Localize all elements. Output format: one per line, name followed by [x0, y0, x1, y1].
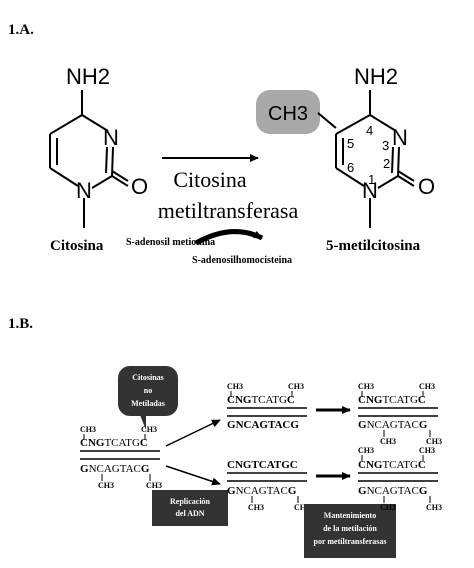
cytosine-oxygen: O: [131, 174, 148, 199]
replication-box: Replicación del ADN: [152, 490, 228, 526]
f1-bottom-ch3-right: CH3: [426, 437, 442, 446]
ring-position-2: 2: [383, 156, 390, 171]
parent-bottom-ch3-left: CH3: [98, 481, 114, 490]
f2-top-ch3-left: CH3: [358, 446, 374, 455]
section-label-b: 1.B.: [8, 316, 33, 332]
replication-arrow-up: [165, 419, 221, 447]
d2-top-strand: CNGTCATGC: [227, 459, 298, 471]
parent-bottom-ch3-right: CH3: [146, 481, 162, 490]
f1-top-ch3-right: CH3: [419, 382, 435, 391]
methylcytosine-n1: N: [362, 178, 378, 203]
replication-arrow-down: [165, 465, 221, 486]
d1-top-ch3-right: CH3: [288, 382, 304, 391]
enzyme-name-line1: Citosina: [173, 167, 247, 192]
maintenance-box: Mantenimiento de la metilación por metil…: [304, 504, 396, 558]
final-duplex-2: CH3 CH3 CNGTCATGC GNCAGTACG CH3 CH3: [358, 446, 442, 512]
d1-top-ch3-left: CH3: [227, 382, 243, 391]
parent-duplex: CH3 CH3 CNGTCATGC GNCAGTACG CH3 CH3: [80, 425, 162, 490]
parent-bottom-strand: GNCAGTACG: [80, 463, 150, 475]
cytosine-structure: [49, 90, 129, 228]
f2-bottom-ch3-right: CH3: [426, 503, 442, 512]
parent-top-strand: CNGTCATGC: [80, 437, 148, 449]
replication-line-1: Replicación: [170, 497, 211, 506]
d2-bottom-ch3-right: CH3: [294, 503, 310, 512]
f2-top-strand: CNGTCATGC: [358, 459, 426, 471]
maintenance-line-2: de la metilación: [323, 524, 377, 533]
cytosine-name: Citosina: [50, 238, 104, 254]
replication-line-2: del ADN: [175, 509, 204, 518]
f2-bottom-ch3-left: CH3: [380, 503, 396, 512]
ring-position-3: 3: [382, 138, 389, 153]
f1-bottom-ch3-left: CH3: [380, 437, 396, 446]
methylcytosine-amine: NH2: [354, 64, 398, 89]
d1-top-strand: CNGTCATGC: [227, 394, 295, 406]
cofactor-in: S-adenosil metionina: [126, 237, 215, 248]
d2-bottom-strand: GNCAGTACG: [227, 485, 297, 497]
methylcytosine-oxygen: O: [418, 174, 435, 199]
ring-position-4: 4: [366, 123, 373, 138]
parent-top-ch3-left: CH3: [80, 425, 96, 434]
daughter-duplex-2: CNGTCATGC GNCAGTACG CH3 CH3: [227, 459, 310, 512]
methylcytosine-name: 5-metilcitosina: [326, 238, 421, 254]
bubble-line-2: no: [144, 386, 152, 395]
d2-bottom-ch3-left: CH3: [248, 503, 264, 512]
enzyme-name-line2: metiltransferasa: [158, 198, 299, 223]
f2-bottom-strand: GNCAGTACG: [358, 485, 428, 497]
bubble-line-1: Citosinas: [132, 373, 164, 382]
cytosine-amine: NH2: [66, 64, 110, 89]
maintenance-line-1: Mantenimiento: [324, 511, 376, 520]
ring-position-1: 1: [368, 172, 375, 187]
ring-position-5: 5: [347, 136, 354, 151]
methylcytosine-methyl: CH3: [268, 103, 308, 125]
methylcytosine-n3: N: [392, 125, 408, 150]
section-label-a: 1.A.: [8, 22, 34, 38]
f2-top-ch3-right: CH3: [419, 446, 435, 455]
parent-top-ch3-right: CH3: [141, 425, 157, 434]
f1-bottom-strand: GNCAGTACG: [358, 419, 428, 431]
f1-top-strand: CNGTCATGC: [358, 394, 426, 406]
ring-position-6: 6: [347, 160, 354, 175]
bubble-line-3: Metiladas: [131, 399, 165, 408]
unmethylated-bubble: Citosinas no Metiladas: [118, 366, 178, 430]
final-duplex-1: CH3 CH3 CNGTCATGC GNCAGTACG CH3 CH3: [358, 382, 442, 446]
methylcytosine-structure: [317, 90, 415, 228]
cofactor-out: S-adenosilhomocisteina: [192, 255, 292, 266]
cytosine-n1: N: [76, 178, 92, 203]
cofactor-arrow: [194, 229, 264, 246]
daughter-duplex-1: CH3 CH3 CNGTCATGC GNCAGTACG: [227, 382, 307, 431]
f1-top-ch3-left: CH3: [358, 382, 374, 391]
cytosine-n3: N: [103, 125, 119, 150]
methyl-highlight: [256, 90, 320, 134]
d1-bottom-strand: GNCAGTACG: [227, 419, 299, 431]
maintenance-line-3: por metiltransferasas: [314, 537, 387, 546]
